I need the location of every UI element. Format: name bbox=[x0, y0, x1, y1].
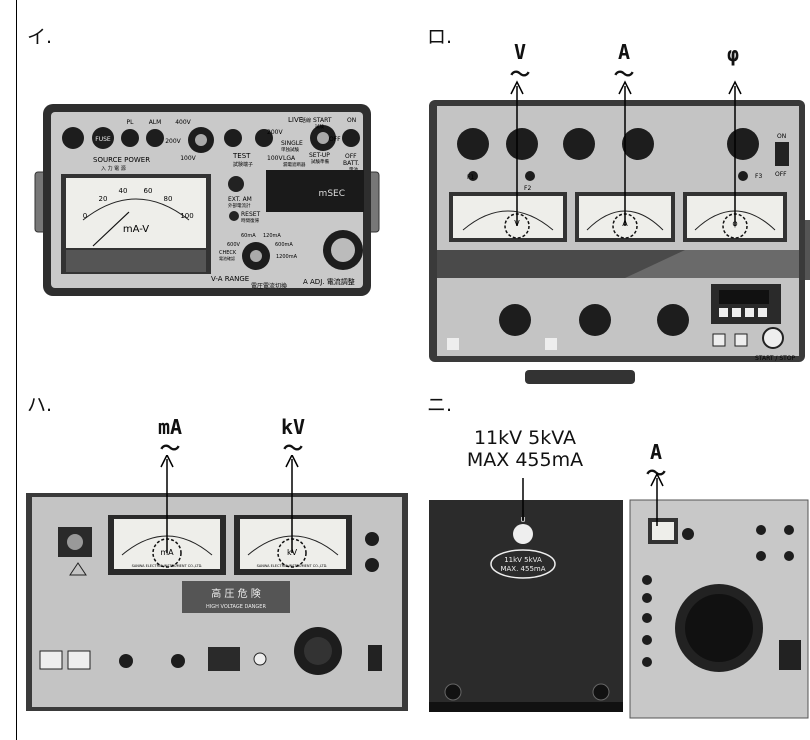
spec-line-2: MAX 455mA bbox=[466, 449, 584, 471]
meter-scale-40: 40 bbox=[119, 187, 128, 195]
tilde-a: ～ bbox=[614, 62, 634, 86]
live-jp: 活線 bbox=[301, 117, 311, 124]
on-label: ON bbox=[347, 117, 356, 124]
oval-spec-1: 11kV 5kVA bbox=[504, 556, 542, 564]
panel-label-ni: ニ. bbox=[427, 394, 453, 416]
lga-jp: 漏電遮断器 bbox=[283, 161, 306, 168]
tilde-ma: ～ bbox=[160, 436, 180, 460]
v100b-label: 100V bbox=[267, 155, 283, 162]
sign-en: HIGH VOLTAGE DANGER bbox=[206, 604, 266, 610]
f3-label: F3 bbox=[755, 173, 762, 180]
pl-label: PL bbox=[127, 119, 135, 126]
lga-label: LGA bbox=[283, 155, 296, 162]
tilde-v: ～ bbox=[510, 62, 530, 86]
test-jp: 試験端子 bbox=[233, 161, 253, 168]
meter-scale-20: 20 bbox=[99, 195, 108, 203]
a-adj-label: A ADJ. 電流調整 bbox=[303, 277, 355, 286]
v100-label: 100V bbox=[180, 155, 196, 162]
panel-label-i: イ. bbox=[27, 26, 53, 48]
tilde-a-ni: ～ bbox=[646, 461, 666, 485]
meter-brand-kv: SANWA ELECTRIC INSTRUMENT CO.,LTD. bbox=[257, 564, 328, 568]
start-stop-label: START / STOP bbox=[755, 355, 796, 362]
live-label: LIVE bbox=[288, 116, 303, 124]
alm-label: ALM bbox=[149, 119, 162, 126]
meter-scale-100: 100 bbox=[180, 212, 193, 220]
meter-label-a-ni: A bbox=[649, 440, 663, 464]
on-label-ro: ON bbox=[777, 133, 786, 140]
single-label: SINGLE bbox=[281, 140, 303, 147]
setup-jp: 試験準備 bbox=[311, 158, 329, 165]
meter-label-a: A bbox=[617, 40, 631, 64]
range-check: CHECK bbox=[219, 250, 237, 256]
meter-label-ma: mA bbox=[157, 415, 183, 439]
test-label: TEST bbox=[232, 152, 251, 160]
spec-line-1: 11kV 5kVA bbox=[473, 427, 577, 449]
v200-label: 200V bbox=[165, 138, 181, 145]
off2-label: OFF bbox=[345, 153, 357, 160]
extam-jp: 外部電流計 bbox=[228, 202, 251, 209]
v400-label: 400V bbox=[175, 119, 191, 126]
batt-label: BATT. bbox=[343, 160, 359, 167]
v200b-label: 200V bbox=[267, 129, 283, 136]
source-power-label: SOURCE POWER bbox=[93, 156, 150, 164]
range-600ma: 600mA bbox=[275, 242, 293, 248]
panel-label-ha: ハ. bbox=[27, 394, 53, 416]
meter-scale-60: 60 bbox=[144, 187, 153, 195]
va-range-label: V-A RANGE bbox=[211, 275, 249, 283]
meter-unit: mA-V bbox=[123, 224, 149, 235]
meter-label-v: V bbox=[513, 40, 527, 64]
batt-jp: 電池 bbox=[349, 166, 358, 173]
meter-label-phi: φ bbox=[726, 42, 740, 66]
meter-scale-80: 80 bbox=[164, 195, 173, 203]
reset-jp: 時間復帰 bbox=[241, 217, 259, 224]
off-label: OFF bbox=[329, 136, 341, 143]
meter-label-kv: kV bbox=[280, 415, 306, 439]
setup-label: SET-UP bbox=[309, 152, 330, 159]
off-label-ro: OFF bbox=[775, 171, 787, 178]
reset-label: RESET bbox=[241, 211, 261, 218]
range-check-jp: 電池確認 bbox=[219, 255, 235, 261]
left-border-line bbox=[16, 0, 17, 740]
photo-ha-tester: mA SANWA ELECTRIC INSTRUMENT CO.,LTD. kV… bbox=[26, 455, 408, 711]
source-power-jp: 入 力 電 源 bbox=[101, 165, 126, 172]
tilde-kv: ～ bbox=[283, 436, 303, 460]
extam-label: EXT. AM bbox=[228, 196, 252, 203]
meter-scale-0: 0 bbox=[83, 212, 87, 220]
f2-label: F2 bbox=[524, 185, 531, 192]
meter-brand-ma: SANWA ELECTRIC INSTRUMENT CO.,LTD. bbox=[132, 564, 203, 568]
range-600v: 600V bbox=[227, 242, 241, 248]
panel-label-ro: ロ. bbox=[427, 26, 453, 48]
start-label: START bbox=[313, 117, 332, 124]
start-jp: 試験 bbox=[315, 123, 324, 130]
single-jp: 単独試験 bbox=[281, 146, 299, 153]
oval-spec-2: MAX. 455mA bbox=[500, 565, 545, 573]
range-60ma: 60mA bbox=[241, 233, 256, 239]
photo-ni-transformer: U 11kV 5kVA MAX. 455mA bbox=[429, 472, 809, 719]
range-1200ma: 1200mA bbox=[276, 254, 298, 260]
va-range-jp: 電圧電流切換 bbox=[251, 282, 287, 290]
range-120ma: 120mA bbox=[263, 233, 281, 239]
sign-jp: 高 圧 危 険 bbox=[211, 587, 261, 600]
photo-ro-tester: F1 F2 F3 ON OFF V A φ START / STOP bbox=[429, 80, 810, 384]
photo-i-tester: FUSE PL ALM 400V 200V 100V SOURCE POWER … bbox=[34, 104, 380, 296]
fuse-label: FUSE bbox=[95, 136, 111, 143]
msec-display: mSEC bbox=[319, 189, 345, 199]
f1-label: F1 bbox=[467, 174, 474, 181]
